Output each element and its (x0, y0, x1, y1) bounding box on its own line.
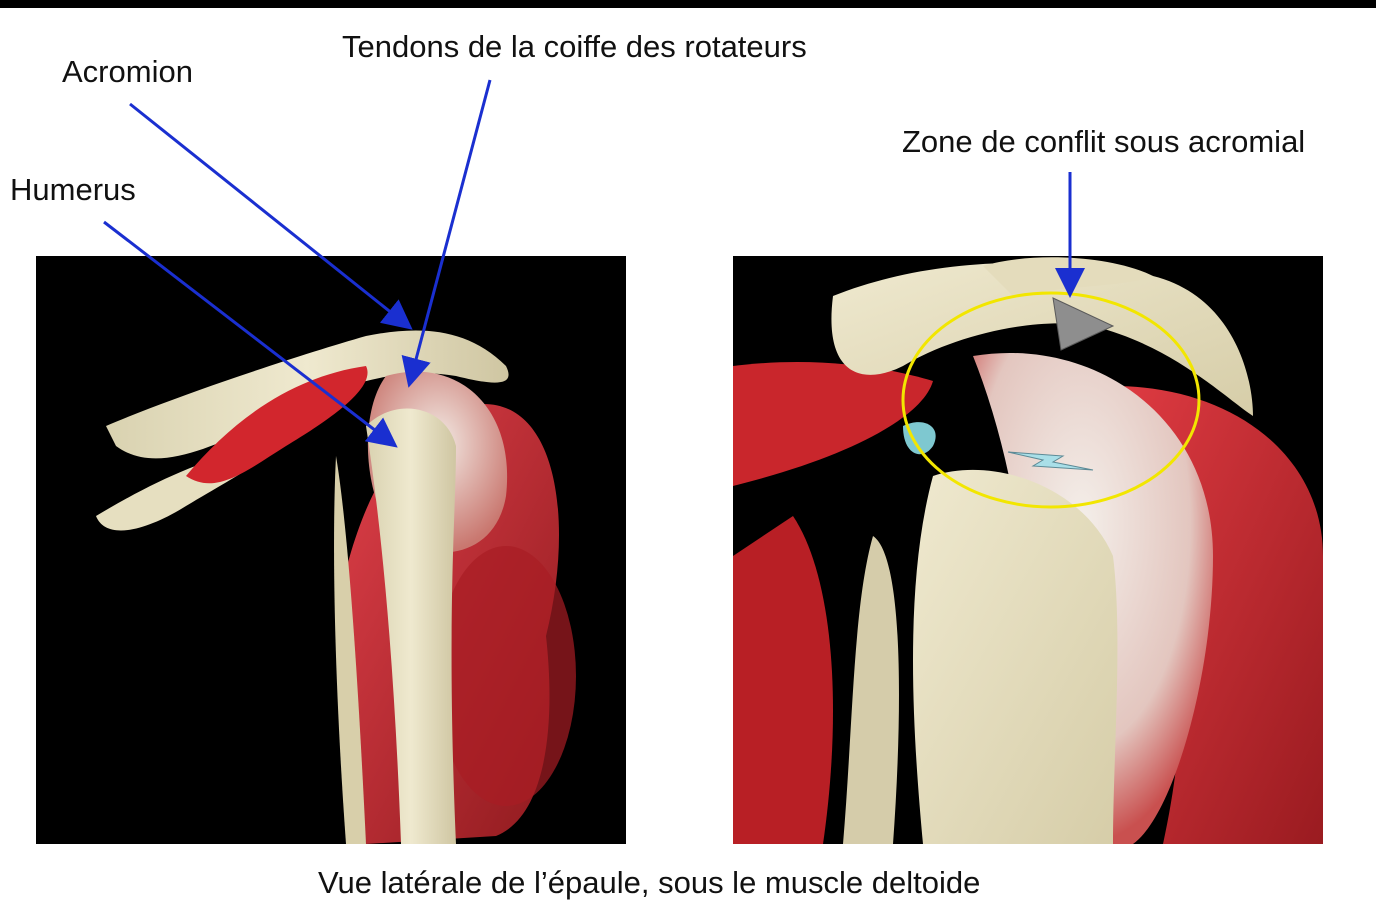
label-humerus: Humerus (10, 174, 136, 205)
humerus-bone (913, 470, 1117, 844)
label-tendons: Tendons de la coiffe des rotateurs (342, 31, 807, 62)
label-zone-conflit: Zone de conflit sous acromial (902, 126, 1305, 157)
trapezius-muscle (733, 362, 933, 486)
caption: Vue latérale de l’épaule, sous le muscle… (318, 867, 980, 898)
right-shoulder-illustration (733, 256, 1323, 844)
label-acromion: Acromion (62, 56, 193, 87)
right-anatomy-panel (733, 256, 1323, 844)
top-border (0, 0, 1376, 8)
left-anatomy-panel (36, 256, 626, 844)
left-shoulder-illustration (36, 256, 626, 844)
